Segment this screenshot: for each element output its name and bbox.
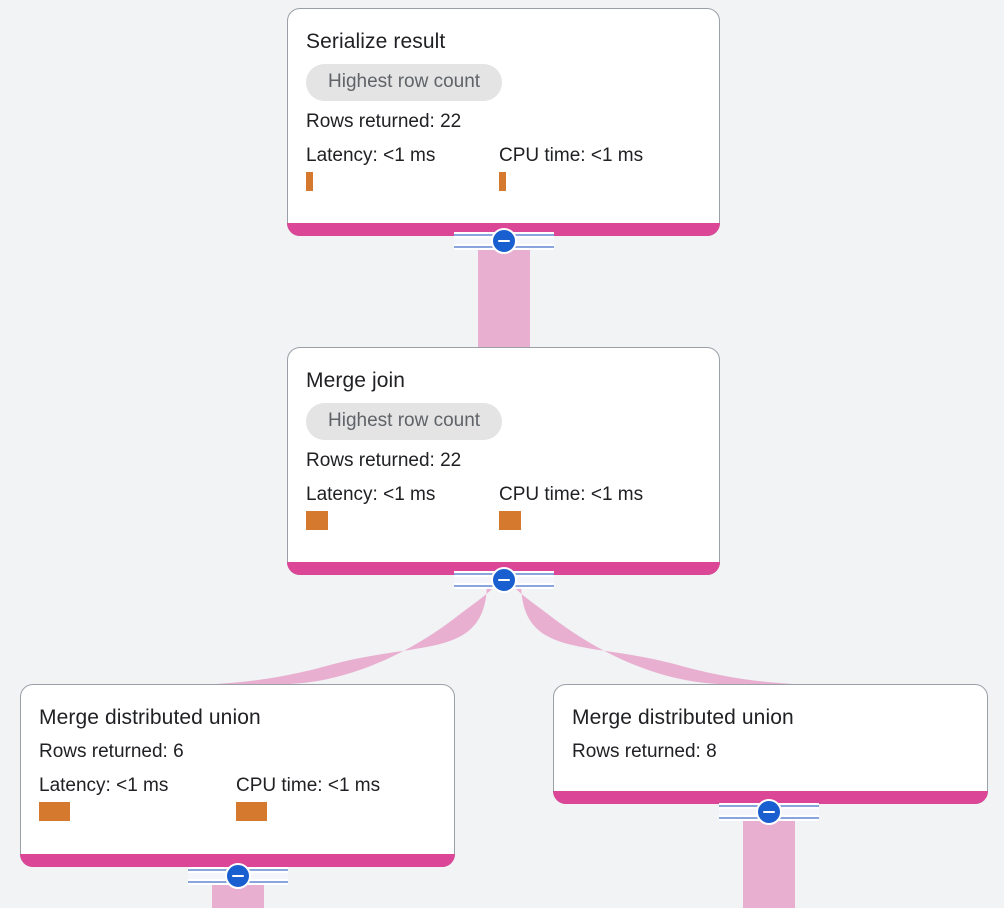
metric-latency: Latency: <1 ms <box>39 775 236 821</box>
rows-returned-text: Rows returned: 6 <box>39 741 184 762</box>
metric-latency: Latency: <1 ms <box>306 145 499 191</box>
metric-cpu-time: CPU time: <1 ms <box>499 145 643 191</box>
metric-cpu-time-label: CPU time: <1 ms <box>499 484 644 505</box>
edge-right-union-down <box>743 812 795 908</box>
metric-cpu-time-bar <box>236 802 267 821</box>
metric-cpu-time-label: CPU time: <1 ms <box>236 775 381 796</box>
metrics-row: Latency: <1 ms CPU time: <1 ms <box>306 145 701 191</box>
metric-cpu-time-bar <box>499 172 506 191</box>
metric-cpu-time-label: CPU time: <1 ms <box>499 145 644 166</box>
node-title: Serialize result <box>306 30 446 53</box>
status-badge: Highest row count <box>306 64 503 101</box>
collapse-toggle-merge-distributed-union-left[interactable] <box>188 863 288 889</box>
collapse-toggle-merge-distributed-union-right[interactable] <box>719 799 819 825</box>
minus-circle-icon[interactable] <box>491 567 517 593</box>
node-card: Merge distributed union Rows returned: 8 <box>553 684 988 804</box>
rows-returned-text: Rows returned: 8 <box>572 741 717 762</box>
node-card: Merge distributed union Rows returned: 6… <box>20 684 455 867</box>
edge-serialize-to-merge-join <box>478 241 530 351</box>
metric-latency-label: Latency: <1 ms <box>306 145 436 166</box>
metric-latency-bar <box>306 172 313 191</box>
node-title: Merge join <box>306 369 406 392</box>
node-card: Serialize result Highest row count Rows … <box>287 8 720 236</box>
metric-latency-label: Latency: <1 ms <box>39 775 169 796</box>
node-title: Merge distributed union <box>572 706 794 729</box>
node-merge-distributed-union-right[interactable]: Merge distributed union Rows returned: 8 <box>553 684 988 804</box>
node-title: Merge distributed union <box>39 706 261 729</box>
rows-returned-text: Rows returned: 22 <box>306 450 462 471</box>
metric-cpu-time: CPU time: <1 ms <box>499 484 643 530</box>
node-accent-bar <box>553 791 988 804</box>
minus-glyph <box>232 874 244 878</box>
minus-glyph <box>763 810 775 814</box>
metric-latency-bar <box>306 511 328 530</box>
minus-circle-icon[interactable] <box>225 863 251 889</box>
metrics-row: Latency: <1 ms CPU time: <1 ms <box>39 775 436 821</box>
rows-returned-text: Rows returned: 22 <box>306 111 462 132</box>
metric-cpu-time-bar <box>499 511 521 530</box>
edge-merge-join-to-right-union <box>511 582 793 684</box>
node-serialize-result[interactable]: Serialize result Highest row count Rows … <box>287 8 720 236</box>
metrics-row: Latency: <1 ms CPU time: <1 ms <box>306 484 701 530</box>
node-merge-join[interactable]: Merge join Highest row count Rows return… <box>287 347 720 575</box>
metric-latency: Latency: <1 ms <box>306 484 499 530</box>
status-badge: Highest row count <box>306 403 503 440</box>
metric-latency-label: Latency: <1 ms <box>306 484 436 505</box>
minus-circle-icon[interactable] <box>756 799 782 825</box>
collapse-toggle-serialize-result[interactable] <box>454 228 554 254</box>
node-card: Merge join Highest row count Rows return… <box>287 347 720 575</box>
collapse-toggle-merge-join[interactable] <box>454 567 554 593</box>
minus-circle-icon[interactable] <box>491 228 517 254</box>
metric-cpu-time: CPU time: <1 ms <box>236 775 380 821</box>
metric-latency-bar <box>39 802 70 821</box>
edge-merge-join-to-left-union <box>215 582 497 684</box>
node-merge-distributed-union-left[interactable]: Merge distributed union Rows returned: 6… <box>20 684 455 867</box>
node-accent-bar <box>20 854 455 867</box>
minus-glyph <box>498 578 510 582</box>
minus-glyph <box>498 239 510 243</box>
